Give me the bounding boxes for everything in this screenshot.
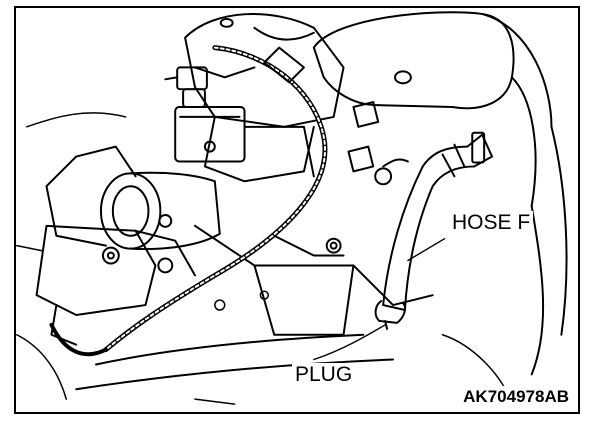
hose-f xyxy=(374,131,494,311)
hose-f-label: HOSE F xyxy=(449,211,534,234)
figure-id: AK704978AB xyxy=(460,386,572,408)
wiring-harness xyxy=(49,45,380,357)
plug xyxy=(374,300,406,330)
mount-bracket xyxy=(35,213,197,346)
leader-lines xyxy=(313,238,446,361)
technical-illustration: HOSE F PLUG AK704978AB xyxy=(14,6,580,414)
engine-bay-drawing xyxy=(16,11,568,405)
misc-details xyxy=(16,112,513,405)
upper-housing xyxy=(312,11,568,376)
connectors xyxy=(164,66,208,109)
canister xyxy=(45,145,221,250)
engine-block xyxy=(174,13,345,183)
plug-label: PLUG xyxy=(292,363,356,386)
